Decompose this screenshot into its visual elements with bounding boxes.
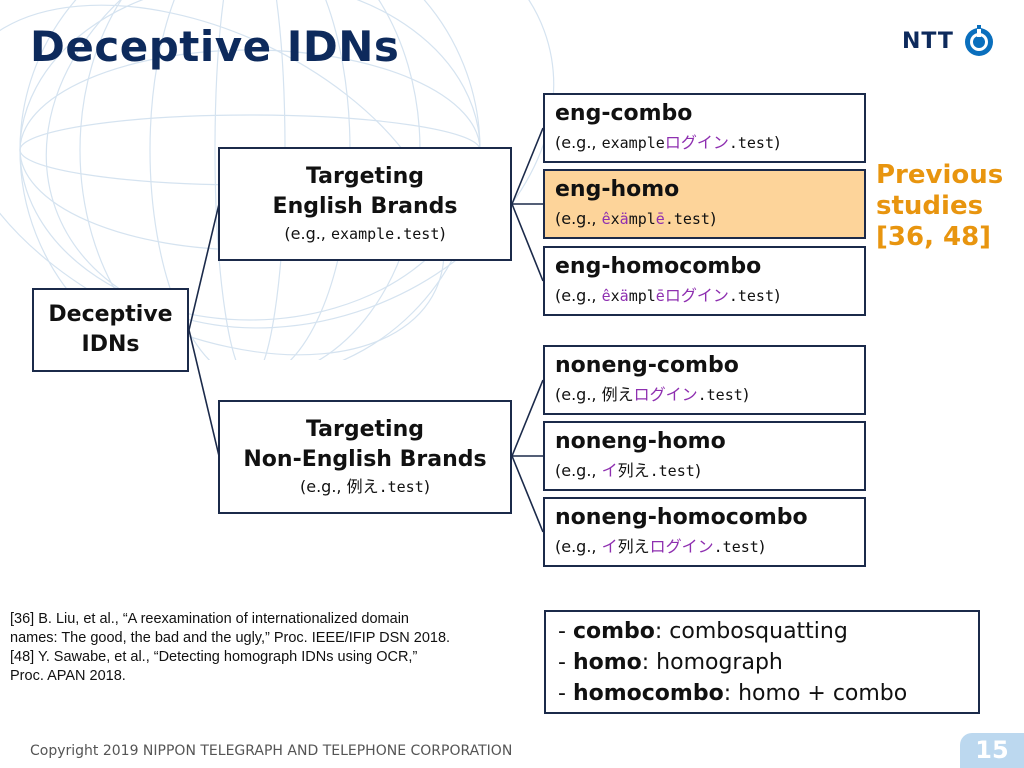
noneng-combo-example: (e.g., 例えログイン.test) bbox=[555, 385, 750, 404]
ntt-logo: NTT bbox=[902, 24, 996, 58]
english-brands-node: Targeting English Brands (e.g., example.… bbox=[218, 147, 512, 261]
eng-homocombo-node: eng-homocombo (e.g., êxämplēログイン.test) bbox=[543, 246, 866, 316]
page-number-badge: 15 bbox=[960, 733, 1024, 768]
noneng-homo-node: noneng-homo (e.g., イ列え.test) bbox=[543, 421, 866, 491]
noneng-homo-title: noneng-homo bbox=[555, 429, 726, 454]
reference-line: Proc. APAN 2018. bbox=[10, 668, 126, 684]
legend-item-homo: - homo: homograph bbox=[558, 650, 783, 675]
copyright-footer: Copyright 2019 NIPPON TELEGRAPH AND TELE… bbox=[30, 743, 513, 759]
root-node: Deceptive IDNs bbox=[32, 288, 189, 372]
eng-homo-example: (e.g., êxämplē.test) bbox=[555, 209, 717, 228]
noneng-homocombo-node: noneng-homocombo (e.g., イ列えログイン.test) bbox=[543, 497, 866, 567]
previous-studies-label: Previous studies [36, 48] bbox=[876, 160, 1004, 252]
legend-item-homocombo: - homocombo: homo + combo bbox=[558, 681, 908, 706]
eng-homocombo-title: eng-homocombo bbox=[555, 254, 762, 279]
eng-combo-node: eng-combo (e.g., exampleログイン.test) bbox=[543, 93, 866, 163]
eng-combo-example: (e.g., exampleログイン.test) bbox=[555, 133, 781, 152]
non-english-brands-node: Targeting Non-English Brands (e.g., 例え.t… bbox=[218, 400, 512, 514]
english-line2: English Brands bbox=[272, 194, 458, 219]
ntt-logo-icon bbox=[964, 25, 993, 56]
noneng-combo-title: noneng-combo bbox=[555, 353, 739, 378]
logo-text: NTT bbox=[902, 28, 954, 54]
non-english-example: (e.g., 例え.test) bbox=[299, 477, 430, 496]
eng-homo-title: eng-homo bbox=[555, 177, 680, 202]
english-line1: Targeting bbox=[305, 164, 424, 189]
root-line1: Deceptive bbox=[48, 302, 173, 327]
non-english-line1: Targeting bbox=[305, 417, 424, 442]
noneng-homocombo-title: noneng-homocombo bbox=[555, 505, 808, 530]
noneng-combo-node: noneng-combo (e.g., 例えログイン.test) bbox=[543, 345, 866, 415]
slide-title: Deceptive IDNs bbox=[30, 22, 400, 71]
eng-combo-title: eng-combo bbox=[555, 101, 693, 126]
root-line2: IDNs bbox=[81, 332, 140, 357]
references: [36] B. Liu, et al., “A reexamination of… bbox=[10, 610, 450, 686]
eng-homocombo-example: (e.g., êxämplēログイン.test) bbox=[555, 286, 781, 305]
non-english-line2: Non-English Brands bbox=[243, 447, 487, 472]
legend-item-combo: - combo: combosquatting bbox=[558, 619, 848, 644]
legend-box: - combo: combosquatting - homo: homograp… bbox=[544, 610, 980, 714]
reference-line: [36] B. Liu, et al., “A reexamination of… bbox=[10, 611, 409, 627]
reference-line: names: The good, the bad and the ugly,” … bbox=[10, 630, 451, 646]
noneng-homo-example: (e.g., イ列え.test) bbox=[555, 461, 702, 480]
noneng-homocombo-example: (e.g., イ列えログイン.test) bbox=[555, 537, 766, 556]
reference-line: [48] Y. Sawabe, et al., “Detecting homog… bbox=[10, 649, 418, 665]
english-example: (e.g., example.test) bbox=[284, 224, 446, 243]
eng-homo-node: eng-homo (e.g., êxämplē.test) bbox=[543, 169, 866, 239]
